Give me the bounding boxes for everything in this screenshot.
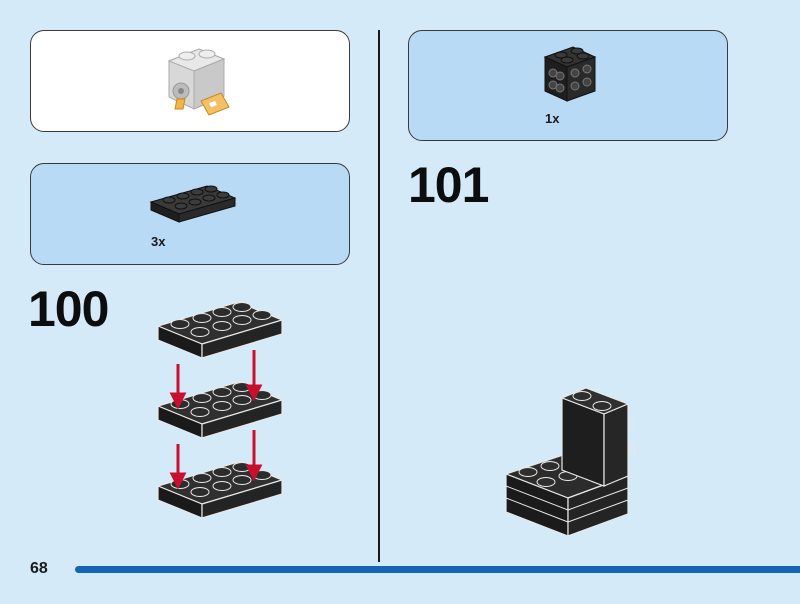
column-divider	[378, 30, 380, 562]
parts-panel-step-100: 3x	[30, 163, 350, 265]
step-number-101: 101	[408, 157, 489, 213]
context-panel	[30, 30, 350, 132]
robot-head-subassembly-icon	[167, 48, 230, 116]
black-2x2-brick-icon	[543, 46, 597, 102]
progress-bar	[75, 566, 800, 573]
plate-stack-with-brick-icon	[504, 387, 636, 537]
page-number: 68	[30, 560, 48, 577]
part-quantity-label: 1x	[545, 111, 560, 126]
part-quantity-label: 3x	[151, 234, 166, 249]
black-2x4-plate-icon	[149, 185, 237, 223]
step-number-100: 100	[28, 281, 109, 337]
parts-panel-step-101: 1x	[408, 30, 728, 141]
three-stacked-plates-icon	[157, 301, 283, 519]
